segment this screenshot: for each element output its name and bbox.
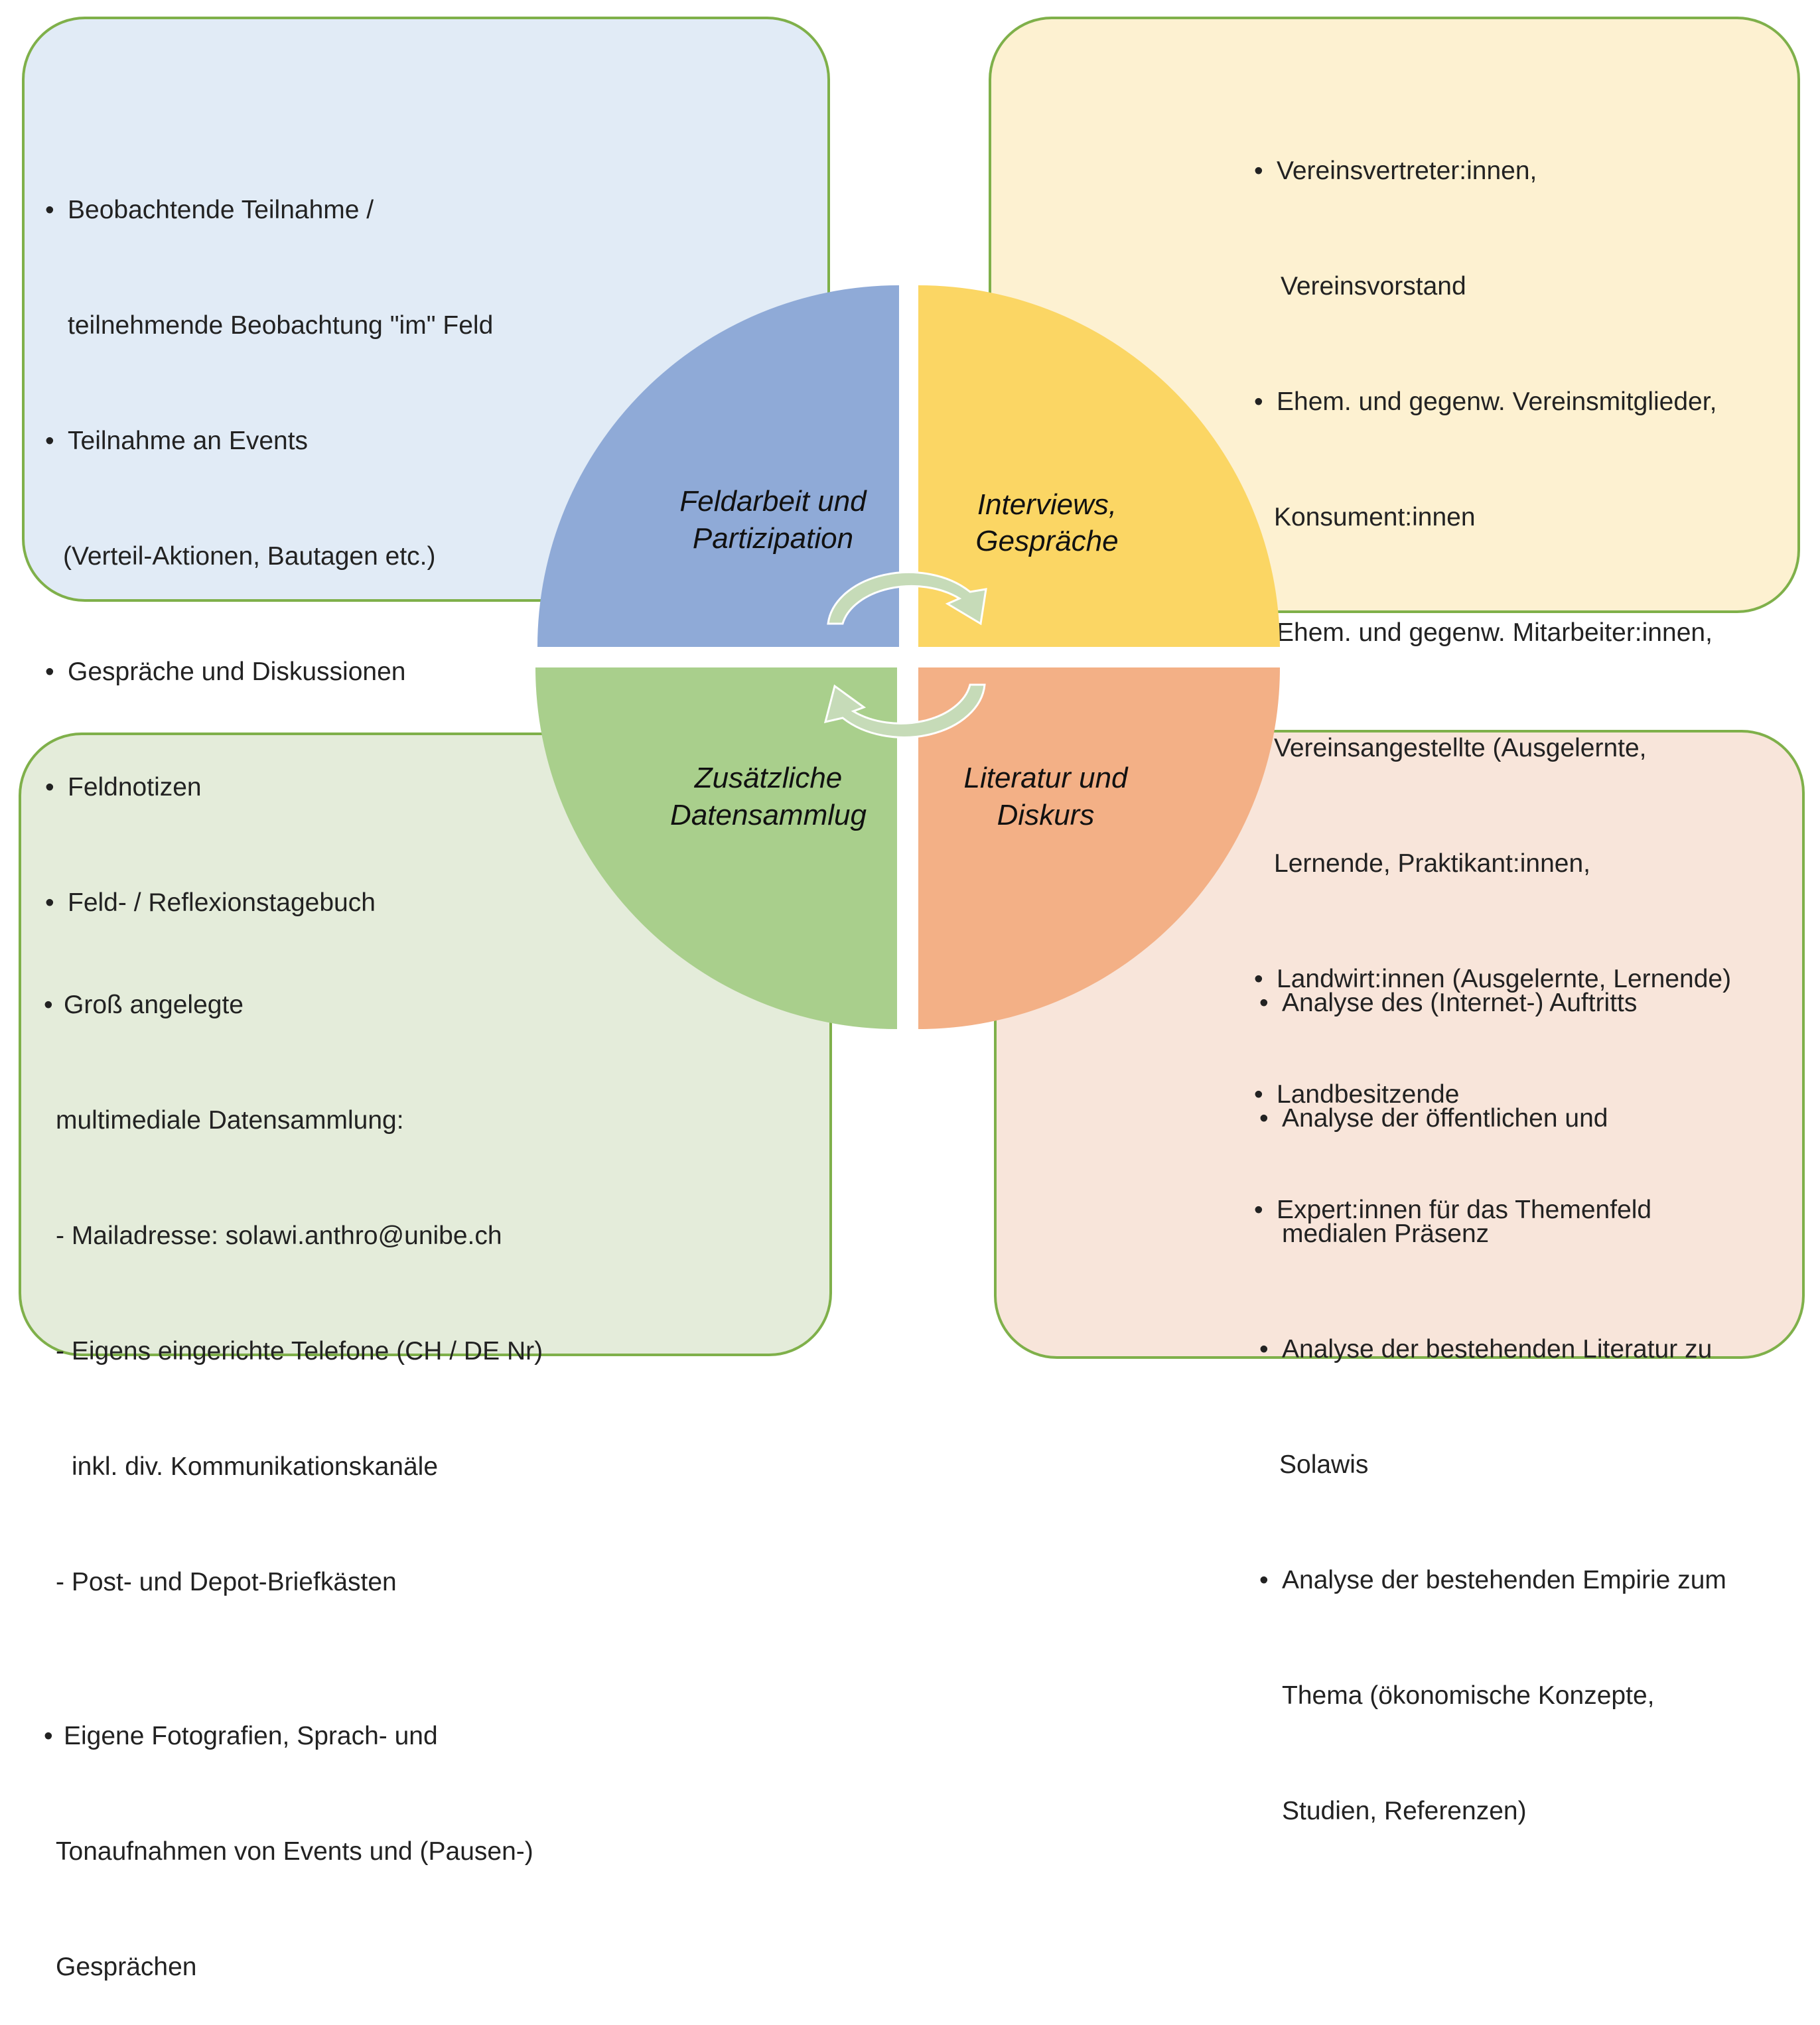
list-item: Studien, Referenzen): [1282, 1797, 1527, 1825]
list-item: (Verteil-Aktionen, Bautagen etc.): [63, 542, 436, 571]
list-item: medialen Präsenz: [1282, 1220, 1490, 1248]
bullet-icon: •: [1259, 989, 1269, 1017]
list-interviews: •Vereinsvertreter:innen, Vereinsvorstand…: [1254, 75, 1731, 1268]
list-item: teilnehmende Beobachtung "im" Feld: [68, 311, 494, 340]
label-literatur-line2: Diskurs: [997, 799, 1095, 831]
list-item: - Mailadresse: solawi.anthro@unibe.ch: [56, 1222, 502, 1250]
bullet-icon: •: [45, 888, 54, 917]
label-datensammlung-line2: Datensammlug: [670, 799, 867, 831]
list-item: Gesprächen: [56, 1953, 197, 1981]
list-item: Vereinsangestellte (Ausgelernte,: [1274, 734, 1647, 762]
bullet-icon: •: [1259, 1335, 1269, 1363]
quadrant-literatur: [918, 667, 1280, 1029]
bullet-icon: •: [1254, 965, 1263, 993]
list-item: Vereinsvorstand: [1281, 272, 1466, 301]
bullet-icon: •: [45, 196, 54, 224]
list-item: - Eigens eingerichte Telefone (CH / DE N…: [56, 1337, 543, 1365]
list-item: •Analyse der öffentlichen und: [1259, 1099, 1726, 1138]
list-item: Tonaufnahmen von Events und (Pausen-): [56, 1837, 533, 1866]
list-item: •Eigene Fotografien, Sprach- und: [44, 1717, 543, 1756]
list-item: •Feldnotizen: [45, 768, 493, 807]
bullet-icon: •: [44, 991, 53, 1019]
list-item: •Beobachtende Teilnahme /: [45, 191, 493, 230]
bullet-icon: •: [44, 1722, 53, 1750]
list-item: •Analyse des (Internet-) Auftritts: [1259, 984, 1726, 1022]
list-item: •Analyse der bestehenden Literatur zu: [1259, 1330, 1726, 1369]
list-item: •Expert:innen für das Themenfeld: [1254, 1191, 1731, 1229]
list-item: Thema (ökonomische Konzepte,: [1282, 1681, 1655, 1710]
list-item: Solawis: [1279, 1450, 1369, 1479]
label-interviews-line2: Gespräche: [975, 525, 1118, 557]
list-item: •Ehem. und gegenw. Vereinsmitglieder,: [1254, 383, 1731, 421]
list-item: •Landbesitzende: [1254, 1076, 1731, 1114]
bullet-icon: •: [1254, 1196, 1263, 1224]
cycle-arrow-top-icon: [827, 571, 987, 626]
cycle-arrow-bottom-icon: [823, 683, 986, 738]
bullet-icon: •: [1254, 157, 1263, 185]
label-feldarbeit-line2: Partizipation: [693, 522, 853, 555]
bullet-icon: •: [45, 427, 54, 455]
list-item: Konsument:innen: [1274, 503, 1476, 531]
list-item: Lernende, Praktikant:innen,: [1274, 849, 1590, 878]
list-item: •Gespräche und Diskussionen: [45, 653, 493, 691]
list-item: inkl. div. Kommunikationskanäle: [72, 1452, 439, 1481]
list-item: •Teilnahme an Events: [45, 422, 493, 460]
label-literatur-line1: Literatur und: [963, 762, 1129, 794]
list-feldarbeit: •Beobachtende Teilnahme / teilnehmende B…: [45, 114, 493, 961]
quadrant-interviews: [918, 285, 1280, 647]
list-item: •Ehem. und gegenw. Mitarbeiter:innen,: [1254, 614, 1731, 652]
list-item: •Vereinsvertreter:innen,: [1254, 152, 1731, 190]
label-datensammlung-line1: Zusätzliche: [694, 762, 843, 794]
label-interviews-line1: Interviews,: [977, 488, 1117, 521]
bullet-icon: •: [1259, 1566, 1269, 1594]
list-item: multimediale Datensammlung:: [56, 1106, 404, 1135]
bullet-icon: •: [1254, 1080, 1263, 1109]
bullet-icon: •: [45, 773, 54, 802]
list-item: •Feld- / Reflexionstagebuch: [45, 884, 493, 922]
cycle-wheel: Feldarbeit und Partizipation Interviews,…: [535, 285, 1280, 1029]
bullet-icon: •: [45, 658, 54, 686]
label-feldarbeit-line1: Feldarbeit und: [679, 485, 867, 518]
bullet-icon: •: [1254, 387, 1263, 416]
list-item: •Groß angelegte: [44, 986, 543, 1024]
list-item: •Analyse der bestehenden Empirie zum: [1259, 1561, 1726, 1600]
quadrant-datensammlung: [535, 667, 897, 1029]
list-item: •Landwirt:innen (Ausgelernte, Lernende): [1254, 960, 1731, 999]
list-item: - Post- und Depot-Briefkästen: [56, 1568, 397, 1596]
bullet-icon: •: [1259, 1104, 1269, 1133]
quadrant-feldarbeit: [537, 285, 899, 647]
